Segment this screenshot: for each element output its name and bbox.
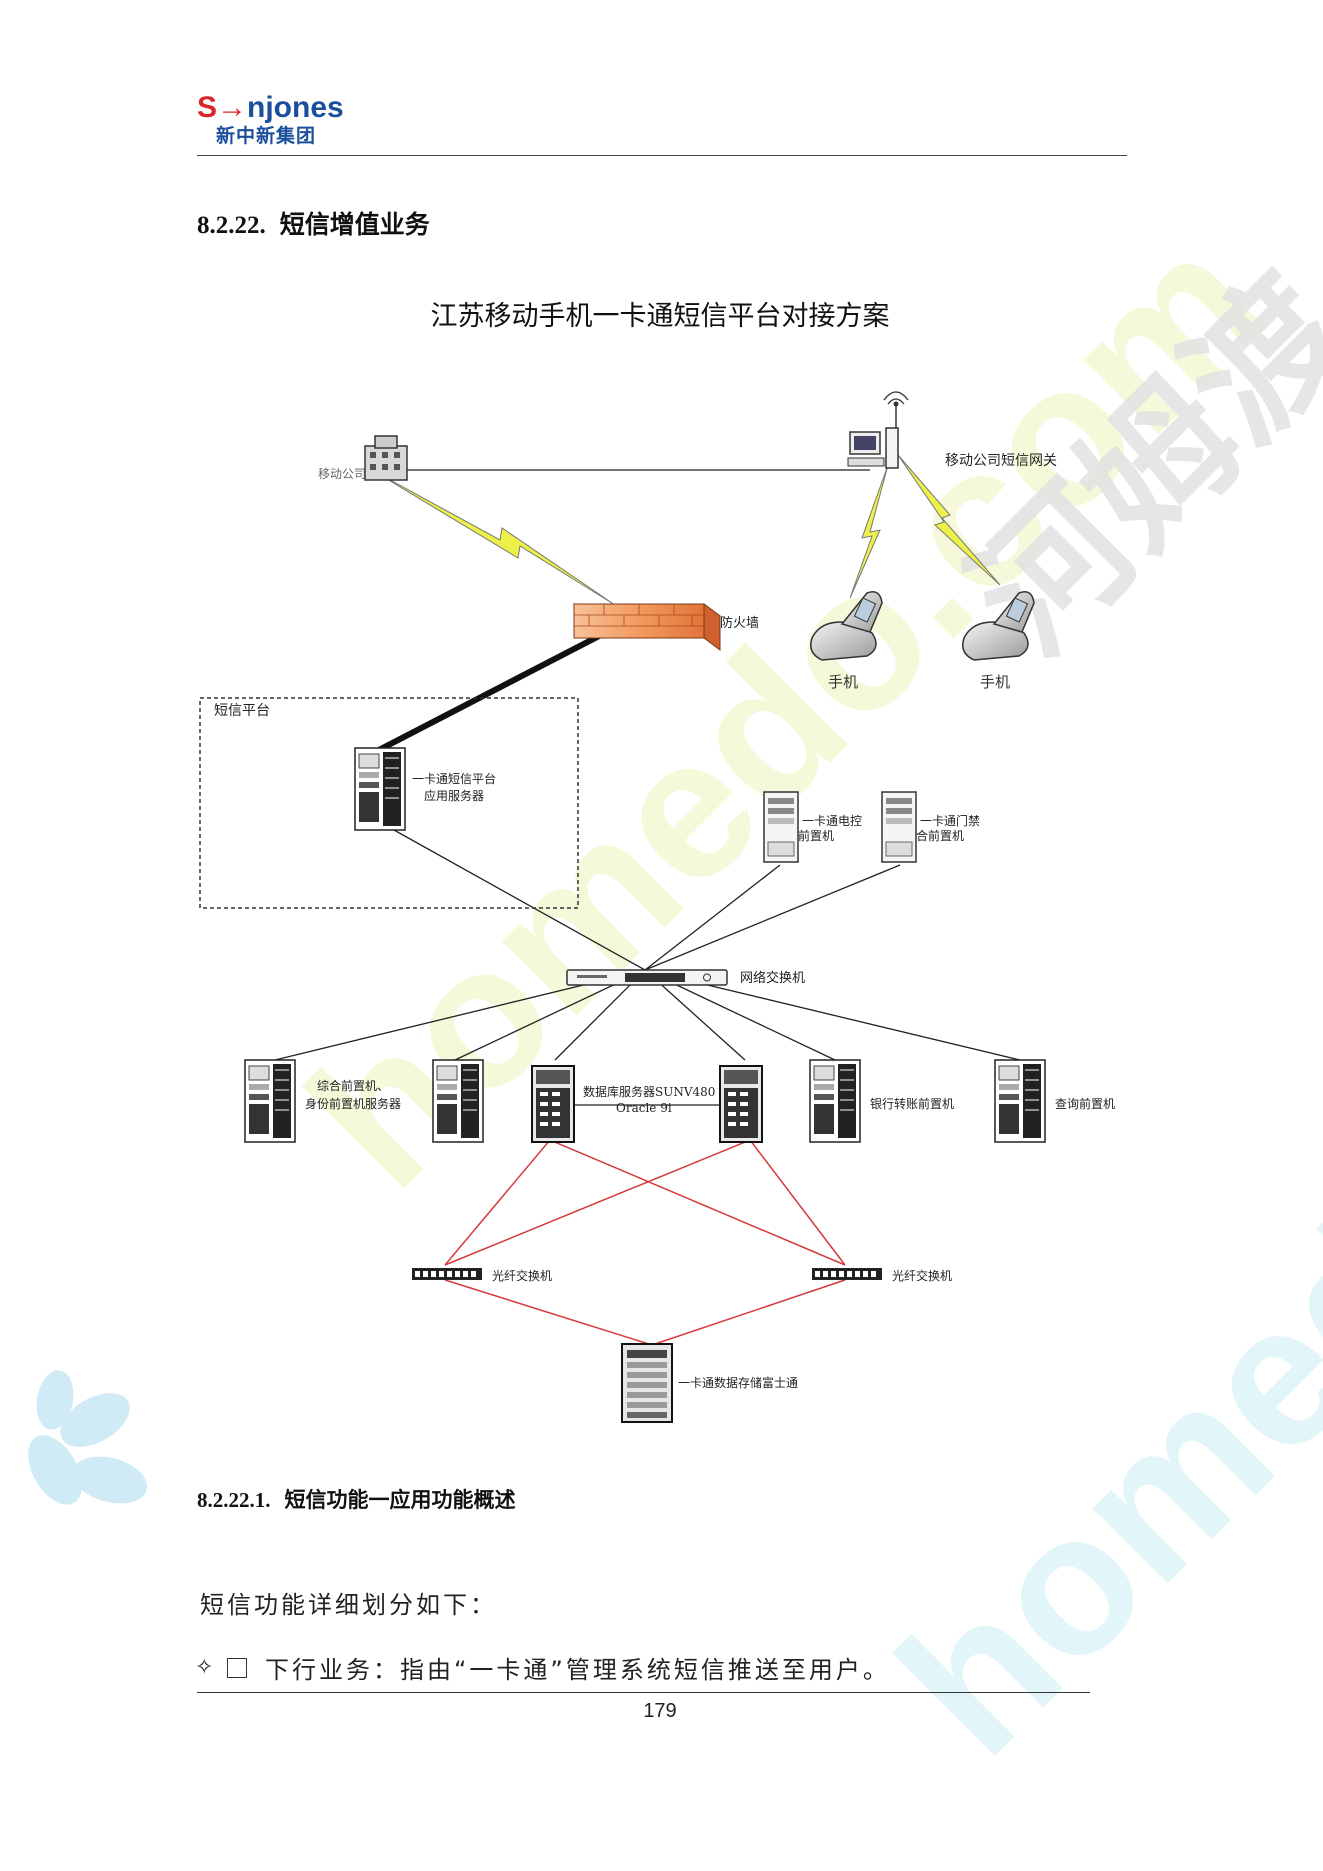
lightning-bolt-icon bbox=[849, 464, 889, 599]
diamond-bullet-icon: ✧ bbox=[195, 1655, 217, 1680]
intro-paragraph: 短信功能详细划分如下： bbox=[200, 1591, 497, 1619]
access-front-pc-icon bbox=[881, 791, 917, 863]
link-app-switch bbox=[384, 824, 646, 971]
label-query-front: 查询前置机 bbox=[1055, 1096, 1115, 1111]
label-sms-platform: 短信平台 bbox=[214, 703, 270, 719]
storage-array-icon bbox=[621, 1343, 673, 1423]
fiber-fs1-storage bbox=[444, 1279, 653, 1346]
section-title: 短信增值业务 bbox=[279, 210, 430, 239]
label-ekt-control-1: 一卡通电控 bbox=[802, 814, 862, 828]
mobile-company-building-icon bbox=[364, 435, 408, 481]
label-mobile-company: 移动公司 bbox=[318, 467, 366, 481]
checkbox-icon bbox=[227, 1657, 247, 1678]
label-db-server-1: 数据库服务器SUNV480 bbox=[583, 1084, 715, 1099]
fiber-switch-icon bbox=[812, 1268, 882, 1280]
label-ekt-access-2: 合前置机 bbox=[916, 828, 964, 843]
label-phone-2: 手机 bbox=[980, 673, 1010, 691]
lightning-bolt-icon bbox=[371, 469, 616, 606]
subsection-number: 8.2.22.1. bbox=[197, 1488, 271, 1512]
label-comprehensive-1: 综合前置机、 bbox=[317, 1078, 389, 1093]
label-fiber-switch-1: 光纤交换机 bbox=[492, 1268, 552, 1283]
network-switch-icon bbox=[566, 969, 728, 986]
identity-server-icon bbox=[432, 1059, 484, 1143]
fiber-db1-fs1 bbox=[444, 1139, 551, 1266]
link-control-switch bbox=[644, 864, 781, 971]
fiber-db2-fs2 bbox=[749, 1139, 846, 1266]
label-db-server-2: Oracle 9i bbox=[616, 1101, 672, 1115]
subsection-title: 短信功能一应用功能概述 bbox=[284, 1487, 516, 1512]
label-sms-gateway: 移动公司短信网关 bbox=[945, 453, 1057, 469]
subsection-heading: 8.2.22.1. 短信功能一应用功能概述 bbox=[197, 1484, 516, 1514]
db-server-icon bbox=[719, 1065, 763, 1143]
firewall-icon bbox=[572, 603, 722, 651]
query-front-server-icon bbox=[994, 1059, 1046, 1143]
list-item: ✧ 下行业务：指由“一卡通”管理系统短信推送至用户。 bbox=[195, 1650, 890, 1685]
db-server-icon bbox=[531, 1065, 575, 1143]
label-firewall: 防火墙 bbox=[720, 615, 759, 631]
wireless-links bbox=[371, 454, 1001, 606]
comprehensive-server-icon bbox=[244, 1059, 296, 1143]
company-logo: S→njones 新中新集团 bbox=[197, 92, 344, 148]
fiber-links bbox=[444, 1139, 846, 1346]
label-ekt-control-2: 前置机 bbox=[798, 828, 834, 843]
header-rule bbox=[197, 155, 1127, 156]
logo-chinese: 新中新集团 bbox=[216, 125, 317, 147]
link-access-switch bbox=[644, 864, 901, 971]
label-fiber-switch-2: 光纤交换机 bbox=[892, 1268, 952, 1283]
sms-gateway-icon bbox=[847, 391, 909, 469]
logo-english: S→njones bbox=[197, 91, 344, 124]
label-network-switch: 网络交换机 bbox=[740, 970, 805, 986]
page-number: 179 bbox=[643, 1700, 677, 1722]
fiber-switch-icon bbox=[412, 1268, 482, 1280]
label-app-server-1: 一卡通短信平台 bbox=[412, 771, 496, 786]
section-number: 8.2.22. bbox=[197, 212, 266, 239]
control-front-pc-icon bbox=[763, 791, 799, 863]
app-server-icon bbox=[354, 747, 406, 831]
label-bank-transfer: 银行转账前置机 bbox=[870, 1096, 954, 1111]
section-heading: 8.2.22. 短信增值业务 bbox=[197, 205, 430, 241]
label-ekt-access-1: 一卡通门禁 bbox=[920, 813, 980, 828]
bullet-text: 下行业务：指由“一卡通”管理系统短信推送至用户。 bbox=[265, 1656, 890, 1684]
bank-front-server-icon bbox=[809, 1059, 861, 1143]
phone-icon bbox=[962, 591, 1035, 661]
lightning-bolt-icon bbox=[897, 454, 1001, 586]
label-comprehensive-2: 身份前置机服务器 bbox=[305, 1096, 401, 1111]
fiber-fs2-storage bbox=[651, 1279, 846, 1346]
fiber-db2-fs1 bbox=[444, 1139, 751, 1266]
label-app-server-2: 应用服务器 bbox=[424, 788, 484, 803]
diagram-title: 江苏移动手机一卡通短信平台对接方案 bbox=[431, 301, 890, 332]
label-phone-1: 手机 bbox=[828, 673, 858, 691]
sms-platform-box bbox=[199, 697, 579, 909]
footer-rule bbox=[197, 1692, 1090, 1693]
label-storage: 一卡通数据存储富士通 bbox=[678, 1375, 798, 1390]
phone-icon bbox=[810, 591, 883, 661]
link-firewall-app bbox=[373, 617, 632, 755]
fiber-db1-fs2 bbox=[549, 1139, 846, 1266]
